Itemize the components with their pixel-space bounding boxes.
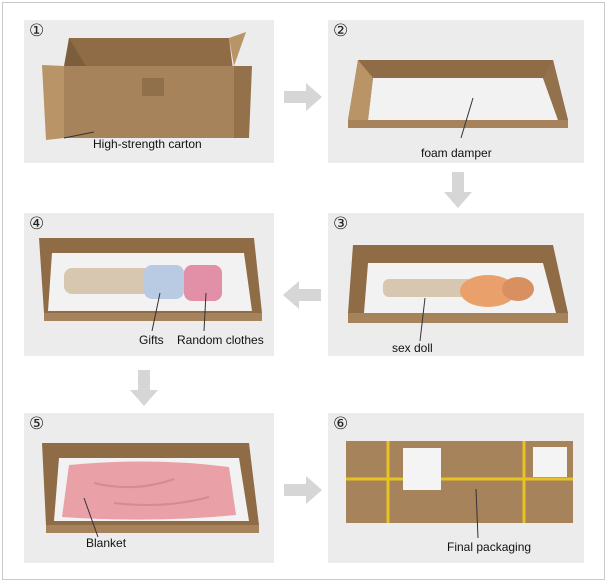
step-number: ⑤: [29, 414, 45, 434]
doll-carton-image: [348, 245, 568, 342]
step-number: ①: [29, 21, 45, 41]
step-1-panel: ① High-strength carton: [24, 20, 274, 163]
final-package-image: [346, 441, 573, 539]
step-6-panel: ⑥ Final packaging: [328, 413, 584, 563]
step-caption: sex doll: [392, 341, 433, 355]
step-caption: Final packaging: [447, 540, 532, 554]
step-4-panel: ④ Gifts Random clothes: [24, 213, 274, 356]
empty-carton-image: [42, 32, 252, 140]
arrow-left-icon: [283, 281, 321, 309]
arrow-down-icon: [130, 370, 158, 406]
doll-gifts-carton-image: [39, 238, 262, 332]
step-caption: Blanket: [86, 536, 127, 550]
step-caption: High-strength carton: [93, 137, 202, 151]
step-number: ②: [333, 21, 349, 41]
step-caption: foam damper: [421, 146, 492, 160]
step-number: ⑥: [333, 414, 349, 434]
step-number: ③: [333, 214, 349, 234]
step-number: ④: [29, 214, 45, 234]
step-caption-gifts: Gifts: [139, 333, 164, 347]
arrow-down-icon: [444, 172, 472, 208]
step-3-panel: ③ sex doll: [328, 213, 584, 356]
arrow-right-icon: [284, 476, 322, 504]
foam-carton-image: [348, 60, 568, 139]
arrow-right-icon: [284, 83, 322, 111]
step-caption-clothes: Random clothes: [177, 333, 264, 347]
blanket-carton-image: [42, 443, 259, 538]
outer-frame: [2, 2, 605, 580]
step-2-panel: ② foam damper: [328, 20, 584, 163]
step-5-panel: ⑤ Blanket: [24, 413, 274, 563]
